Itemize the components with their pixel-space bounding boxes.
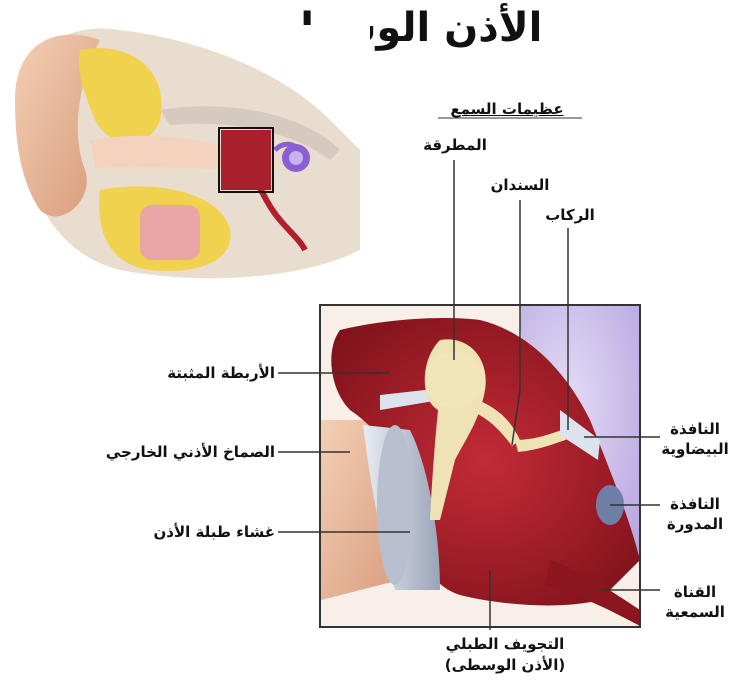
label-tympanic-line2: (الأذن الوسطى) bbox=[420, 656, 590, 674]
label-malleus: المطرقة bbox=[400, 136, 510, 154]
label-stapes: الركاب bbox=[530, 206, 610, 224]
label-oval-window-line1: النافذة bbox=[650, 420, 740, 438]
label-round-window-line1: النافذة bbox=[650, 495, 740, 513]
label-eustachian-line2: السمعية bbox=[650, 603, 740, 621]
label-incus: السندان bbox=[470, 176, 570, 194]
label-tympanic-line1: التجويف الطبلي bbox=[420, 635, 590, 653]
ear-overview bbox=[10, 25, 370, 285]
label-eardrum: غشاء طبلة الأذن bbox=[100, 523, 275, 541]
label-ossicles: عظيمات السمع bbox=[432, 100, 582, 118]
label-round-window-line2: المدورة bbox=[650, 515, 740, 533]
label-ligaments: الأربطة المثبتة bbox=[120, 364, 275, 382]
label-oval-window-line2: البيضاوية bbox=[650, 440, 740, 458]
zoomed-middle-ear bbox=[320, 305, 640, 627]
label-ear-canal: الصماخ الأذني الخارجي bbox=[30, 443, 275, 461]
label-eustachian-line1: القناة bbox=[650, 583, 740, 601]
